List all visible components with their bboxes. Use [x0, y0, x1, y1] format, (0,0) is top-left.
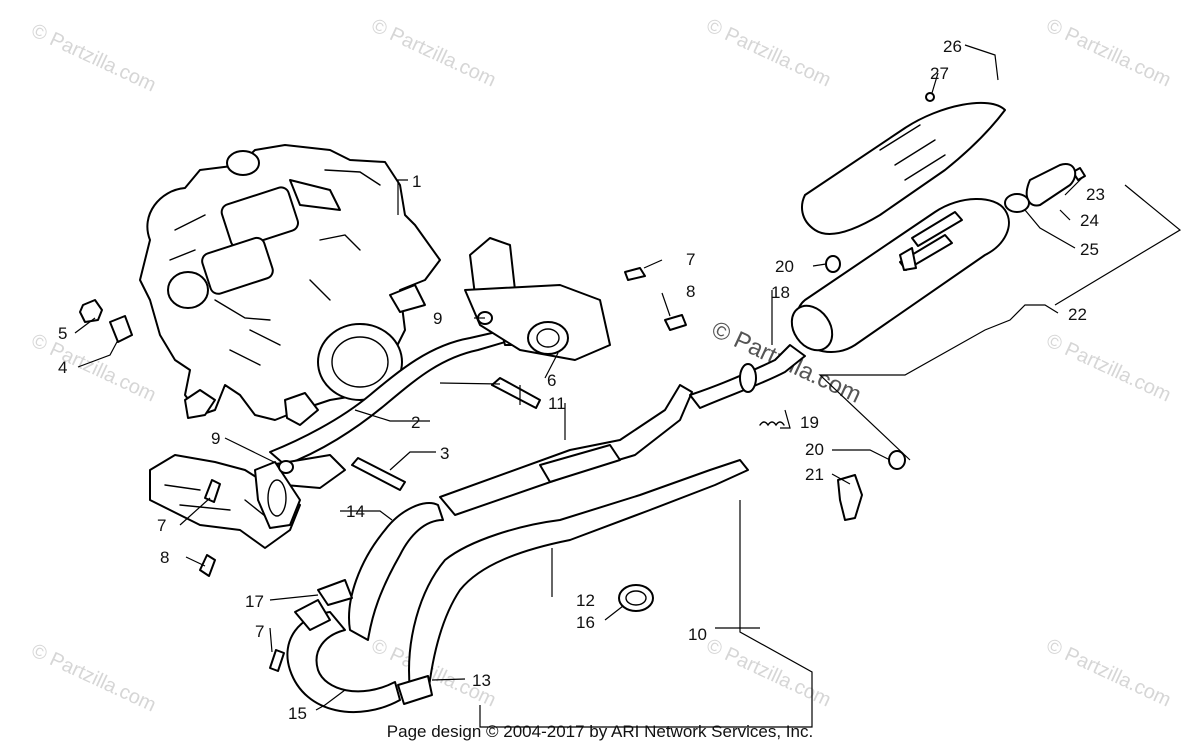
callout-16: 16 [576, 613, 595, 632]
callout-6: 6 [547, 371, 556, 390]
bracket-21 [837, 474, 863, 521]
bolt-3a [491, 377, 541, 409]
watermark: © Partzilla.com [28, 640, 159, 717]
callout-21: 21 [805, 465, 824, 484]
callout-15: 15 [288, 704, 307, 723]
callout-13: 13 [472, 671, 491, 690]
callout-7-lower: 7 [255, 622, 264, 641]
callout-25: 25 [1080, 240, 1099, 259]
callout-1: 1 [412, 172, 421, 191]
bolt-8a [199, 554, 216, 577]
screw-27 [925, 92, 935, 102]
watermark: © Partzilla.com [1043, 330, 1174, 407]
pipe-14-15[interactable] [286, 502, 444, 714]
watermark: © Partzilla.com [368, 15, 499, 92]
watermark: © Partzilla.com [703, 15, 834, 92]
gasket-17[interactable] [317, 579, 353, 606]
callout-23: 23 [1086, 185, 1105, 204]
nut-5 [79, 299, 103, 323]
grommet-20a [825, 255, 841, 273]
bolt-7a [204, 479, 221, 503]
spring-19[interactable] [759, 421, 785, 427]
callout-labels: 1 2 3 4 5 6 7 7 7 8 8 9 9 10 11 12 13 14… [58, 37, 1105, 723]
screw-23 [1072, 167, 1086, 181]
callout-11: 11 [548, 394, 566, 413]
gasket-25[interactable] [1004, 193, 1030, 213]
callout-7-upper: 7 [686, 250, 695, 269]
watermark: © Partzilla.com [28, 20, 159, 97]
callout-17: 17 [245, 592, 264, 611]
callout-9-lower: 9 [211, 429, 220, 448]
callout-5: 5 [58, 324, 67, 343]
callout-12: 12 [576, 591, 595, 610]
callout-26: 26 [943, 37, 962, 56]
page-footer: Page design © 2004-2017 by ARI Network S… [386, 722, 814, 741]
bolt-8b [664, 314, 687, 331]
watermark: © Partzilla.com [28, 330, 159, 407]
callout-20-lower: 20 [805, 440, 824, 459]
bolt-7c [269, 649, 285, 672]
callout-20-upper: 20 [775, 257, 794, 276]
callout-18: 18 [771, 283, 790, 302]
watermark: © Partzilla.com [703, 635, 834, 712]
bolt-3b [351, 457, 406, 491]
nut-9a [278, 460, 294, 474]
callout-19: 19 [800, 413, 819, 432]
exhaust-flange-upper[interactable] [464, 237, 611, 361]
bolt-7b [624, 267, 646, 281]
pipe-11[interactable] [439, 384, 693, 516]
clamp-12-16[interactable] [618, 584, 654, 612]
joint-pipe-18[interactable] [689, 344, 806, 409]
hardware[interactable] [79, 92, 1086, 672]
engine-assembly[interactable] [139, 144, 441, 426]
callout-9-upper: 9 [433, 309, 442, 328]
watermark: © Partzilla.com [1043, 635, 1174, 712]
callout-24: 24 [1080, 211, 1099, 230]
pipe-10[interactable] [397, 459, 749, 705]
engine-bracket[interactable] [149, 454, 346, 549]
callout-14: 14 [346, 502, 365, 521]
callout-10: 10 [688, 625, 707, 644]
heat-shield-26[interactable] [801, 101, 1006, 271]
callout-8-upper: 8 [686, 282, 695, 301]
spark-arrestor-24[interactable] [1025, 163, 1077, 207]
callout-8-lower: 8 [160, 548, 169, 567]
watermark: © Partzilla.com [1043, 15, 1174, 92]
callout-2: 2 [411, 413, 420, 432]
spacer-4 [109, 315, 133, 343]
callout-22: 22 [1068, 305, 1087, 324]
callout-3: 3 [440, 444, 449, 463]
callout-4: 4 [58, 358, 67, 377]
callout-7-left: 7 [157, 516, 166, 535]
leader-lines [74, 44, 1182, 728]
callout-27: 27 [930, 64, 949, 83]
muffler-22[interactable] [783, 198, 1010, 358]
